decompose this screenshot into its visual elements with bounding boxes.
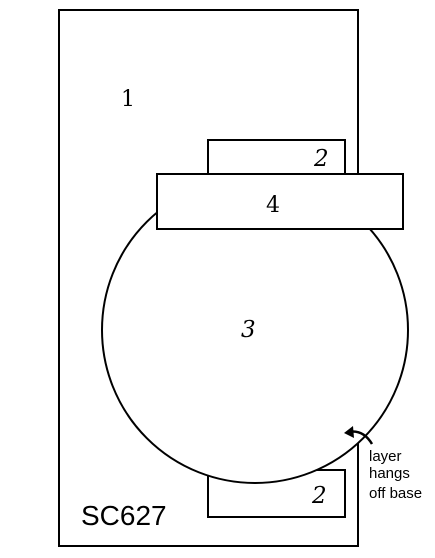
base-label: 1 <box>121 87 135 112</box>
top-tab-label: 2 <box>313 146 329 172</box>
bottom-tab-label: 2 <box>311 483 327 509</box>
note-line-1: layer <box>369 448 402 465</box>
bar-layer <box>156 173 404 230</box>
note-line-2: hangs <box>369 465 410 482</box>
overhang-note: layer hangs off base <box>369 448 422 502</box>
circle-label: 3 <box>241 317 256 343</box>
code-label: SC627 <box>81 500 167 531</box>
curved-arrow-icon <box>344 426 374 445</box>
bar-label: 4 <box>266 193 280 218</box>
note-line-3: off base <box>369 485 422 502</box>
